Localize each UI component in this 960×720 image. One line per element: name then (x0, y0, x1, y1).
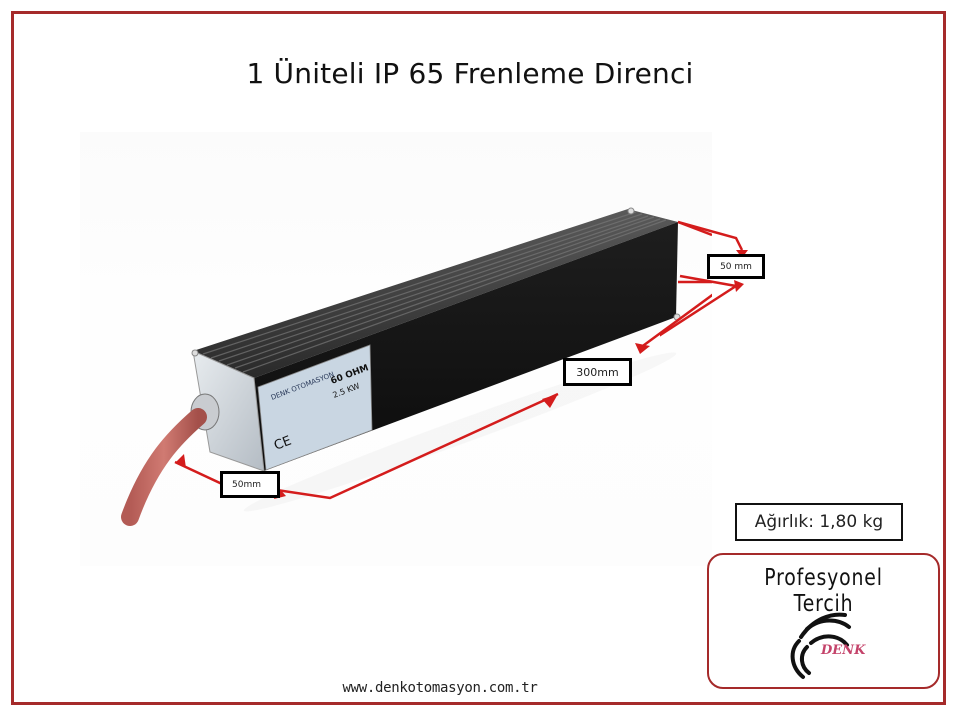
weight-label: Ağırlık: 1,80 kg (735, 503, 903, 541)
brand-slogan: Profesyonel Tercih (764, 565, 883, 617)
product-photo: DENK OTOMASYON 60 OHM 2.5 KW CE (80, 132, 712, 566)
website-link[interactable]: www.denkotomasyon.com.tr (342, 680, 538, 696)
height-dimension-label: 50 mm (707, 254, 765, 279)
length-dimension-label: 300mm (563, 358, 632, 386)
brand-box: Profesyonel Tercih DENK (707, 553, 940, 689)
braking-resistor-image: DENK OTOMASYON 60 OHM 2.5 KW CE (121, 207, 712, 526)
width-dimension-label: 50mm (220, 471, 280, 498)
denk-logo-icon (790, 612, 851, 679)
slide-title: 1 Üniteli IP 65 Frenleme Direnci (246, 57, 694, 90)
brand-name: DENK (821, 643, 866, 658)
svg-text:CE: CE (272, 434, 294, 454)
denk-logo: DENK (781, 607, 881, 683)
slide-frame (11, 11, 946, 705)
dimension-arrows-right (660, 220, 748, 337)
